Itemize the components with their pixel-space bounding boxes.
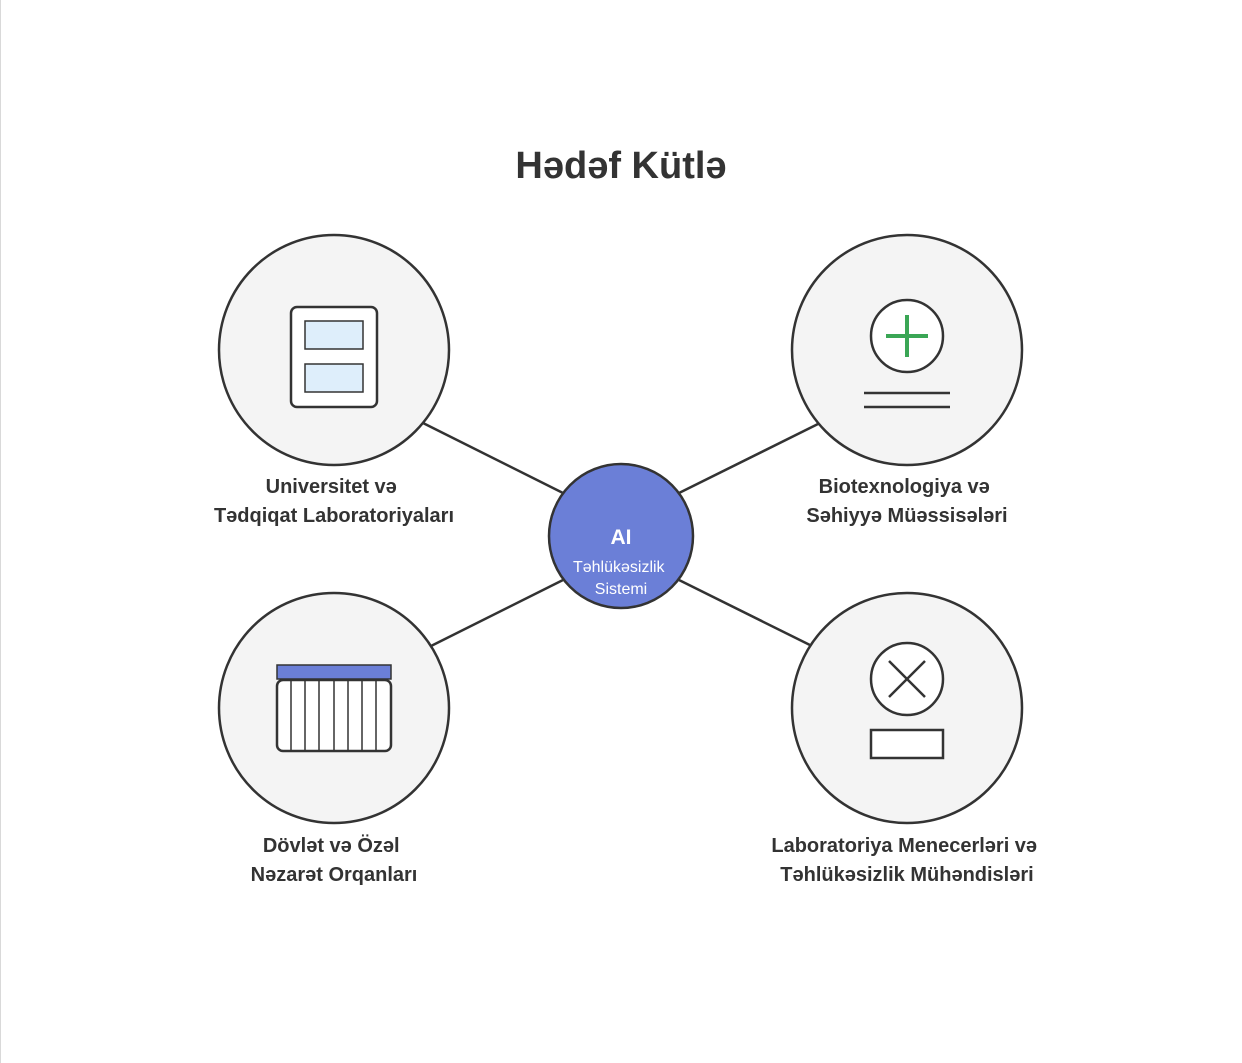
connector-managers bbox=[678, 578, 823, 653]
close-x-icon bbox=[869, 641, 945, 760]
hub-node: AI Təhlükəsizlik Sistemi bbox=[547, 462, 695, 610]
hub-title: AI bbox=[611, 526, 632, 549]
node-government: Dövlət və Özəl Nəzarət Orqanları bbox=[217, 591, 451, 886]
node-label-line1: Universitet və bbox=[266, 476, 397, 498]
building-icon bbox=[275, 664, 393, 753]
node-label-line2: Səhiyyə Müəssisələri bbox=[806, 505, 1007, 527]
node-label-line1: Laboratoriya Menecerləri və bbox=[771, 835, 1037, 857]
node-label-line1: Dövlət və Özəl bbox=[263, 834, 400, 857]
node-label-line2: Nəzarət Orqanları bbox=[251, 864, 418, 886]
page-left-border bbox=[0, 0, 1, 1063]
medical-cross-icon bbox=[864, 298, 950, 409]
node-label: Dövlət və Özəl Nəzarət Orqanları bbox=[251, 834, 418, 886]
node-label: Biotexnologiya və Səhiyyə Müəssisələri bbox=[806, 476, 1007, 527]
hub-circle bbox=[547, 462, 695, 610]
hub-subtitle: Təhlükəsizlik Sistemi bbox=[573, 559, 669, 598]
cabinet-icon bbox=[289, 305, 379, 409]
node-university: Universitet və Tədqiqat Laboratoriyaları bbox=[214, 233, 454, 527]
node-label-line2: Təhlükəsizlik Mühəndisləri bbox=[780, 864, 1033, 886]
node-label: Universitet və Tədqiqat Laboratoriyaları bbox=[214, 476, 454, 527]
connector-government bbox=[420, 578, 564, 653]
node-managers: Laboratoriya Menecerləri və Təhlükəsizli… bbox=[771, 591, 1042, 886]
connector-university bbox=[422, 421, 564, 495]
node-label-line2: Tədqiqat Laboratoriyaları bbox=[214, 505, 454, 527]
connectors bbox=[420, 421, 823, 653]
node-label-line1: Biotexnologiya və bbox=[819, 476, 990, 498]
hub-subtitle-line1: Təhlükəsizlik bbox=[573, 559, 666, 576]
connector-biotech bbox=[678, 421, 821, 495]
node-biotech: Biotexnologiya və Səhiyyə Müəssisələri bbox=[790, 233, 1024, 527]
diagram-title: Hədəf Kütlə bbox=[515, 145, 726, 187]
node-label: Laboratoriya Menecerləri və Təhlükəsizli… bbox=[771, 835, 1042, 886]
hub-subtitle-line2: Sistemi bbox=[595, 581, 647, 598]
